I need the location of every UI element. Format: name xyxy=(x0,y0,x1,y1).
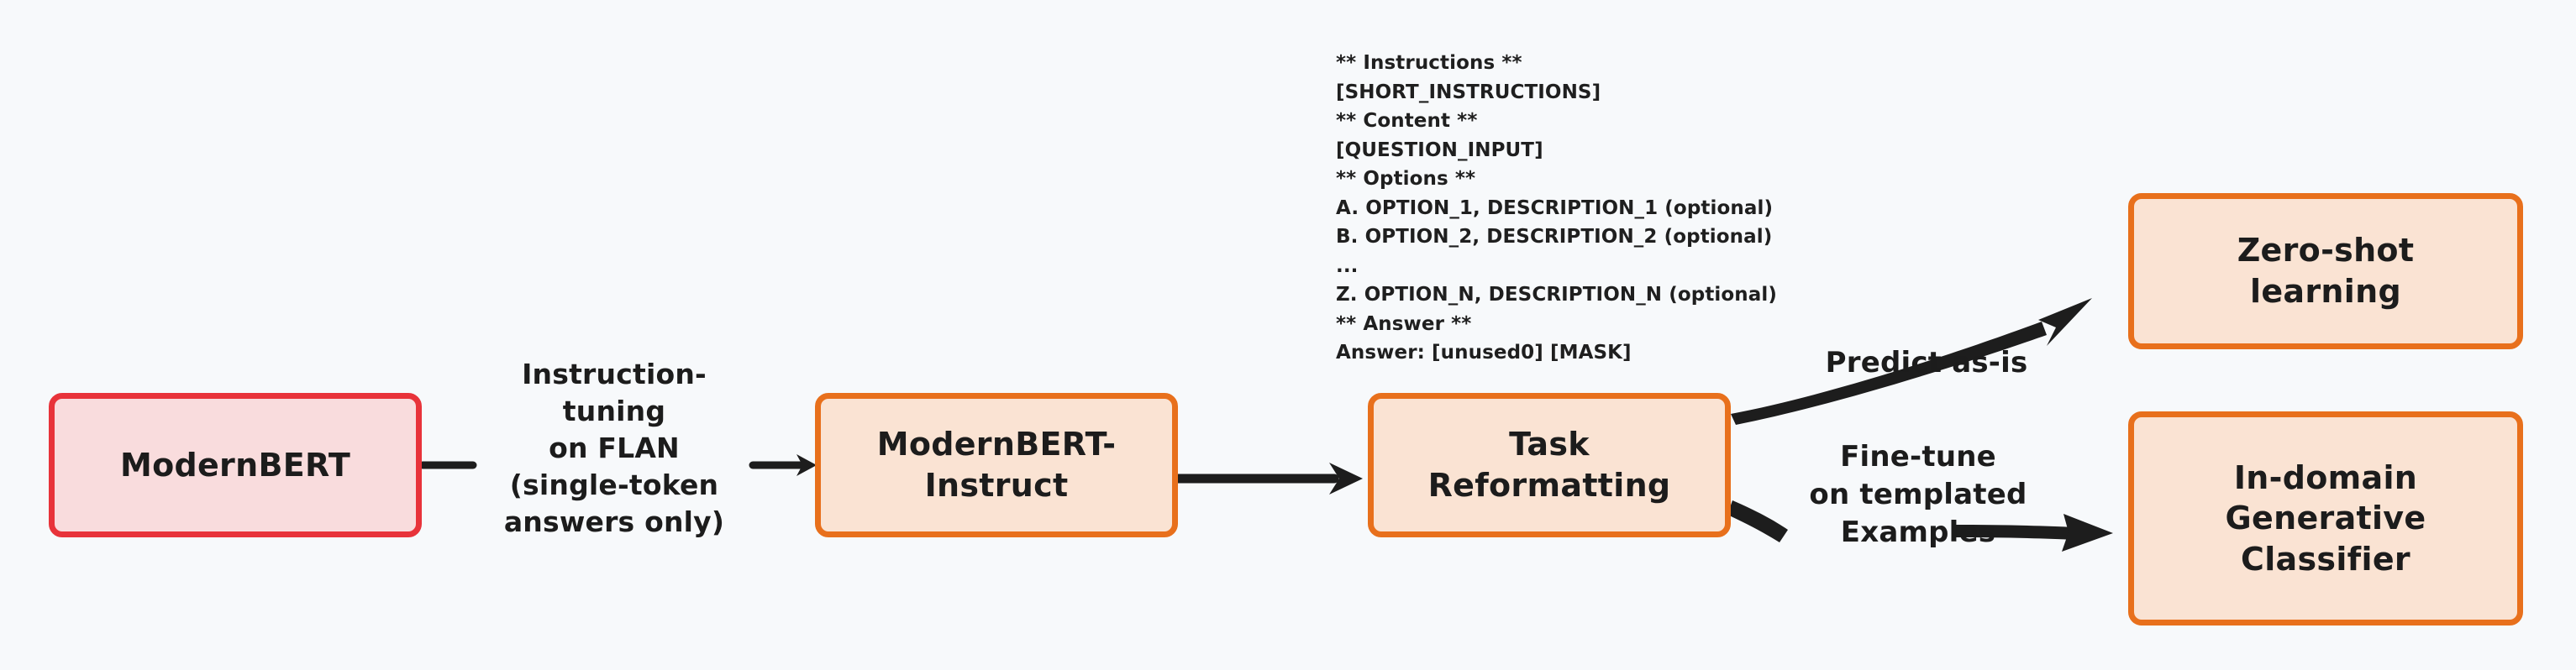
node-zero-shot-learning[interactable]: Zero-shot learning xyxy=(2128,193,2523,349)
arrow-instruct-to-reformat xyxy=(1171,463,1363,495)
node-modernbert[interactable]: ModernBERT xyxy=(49,393,422,537)
prompt-template-text: ** Instructions ** [SHORT_INSTRUCTIONS] … xyxy=(1336,52,1777,364)
edge-label-instruction-tuning: Instruction- tuning on FLAN (single-toke… xyxy=(503,358,725,538)
edge-label-fine-tune-on-templated-examples: Fine-tune on templated Examples xyxy=(1809,440,2027,550)
node-task-reformatting[interactable]: Task Reformatting xyxy=(1368,393,1731,537)
edge-label-predict-as-is: Predict as-is xyxy=(1825,346,2028,379)
node-modernbert-instruct[interactable]: ModernBERT- Instruct xyxy=(815,393,1178,537)
node-in-domain-generative-classifier[interactable]: In-domain Generative Classifier xyxy=(2128,411,2523,626)
